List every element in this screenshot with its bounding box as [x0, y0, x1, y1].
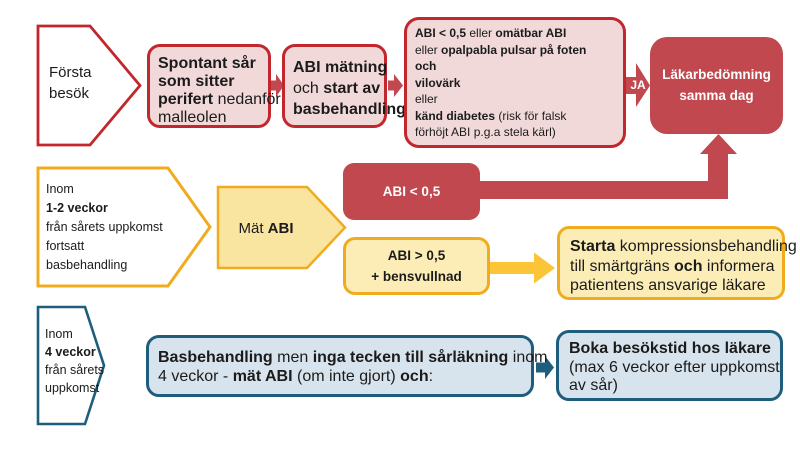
measure-abi-chevron [216, 185, 347, 270]
no-healing-text: Basbehandling men inga tecken till sårlä… [158, 349, 548, 385]
abi-high-text: ABI > 0,5+ bensvullnad [371, 247, 462, 285]
first-visit-chevron [36, 24, 142, 147]
abi-high-box: ABI > 0,5+ bensvullnad [343, 237, 490, 295]
booking-box: Boka besökstid hos läkare(max 6 veckor e… [556, 330, 783, 401]
abi-low-box: ABI < 0,5 [343, 163, 480, 220]
one-two-weeks-chevron [36, 166, 212, 288]
elbow-connector-arrow-up-icon [476, 134, 737, 199]
abi-low-text: ABI < 0,5 [382, 184, 441, 199]
ja-label: JA [630, 78, 646, 92]
arrow-right-icon [388, 74, 403, 97]
four-weeks-chevron [36, 305, 106, 426]
arrow-right-icon [270, 74, 284, 97]
yellow-arrow-right-icon [490, 252, 555, 284]
no-healing-box: Basbehandling men inga tecken till sårlä… [146, 335, 547, 397]
blue-arrow-right-icon [536, 356, 554, 379]
ja-arrow-right-icon [626, 63, 650, 107]
booking-text: Boka besökstid hos läkare(max 6 veckor e… [569, 340, 780, 394]
measure-abi-label: Mät ABI [238, 220, 294, 237]
